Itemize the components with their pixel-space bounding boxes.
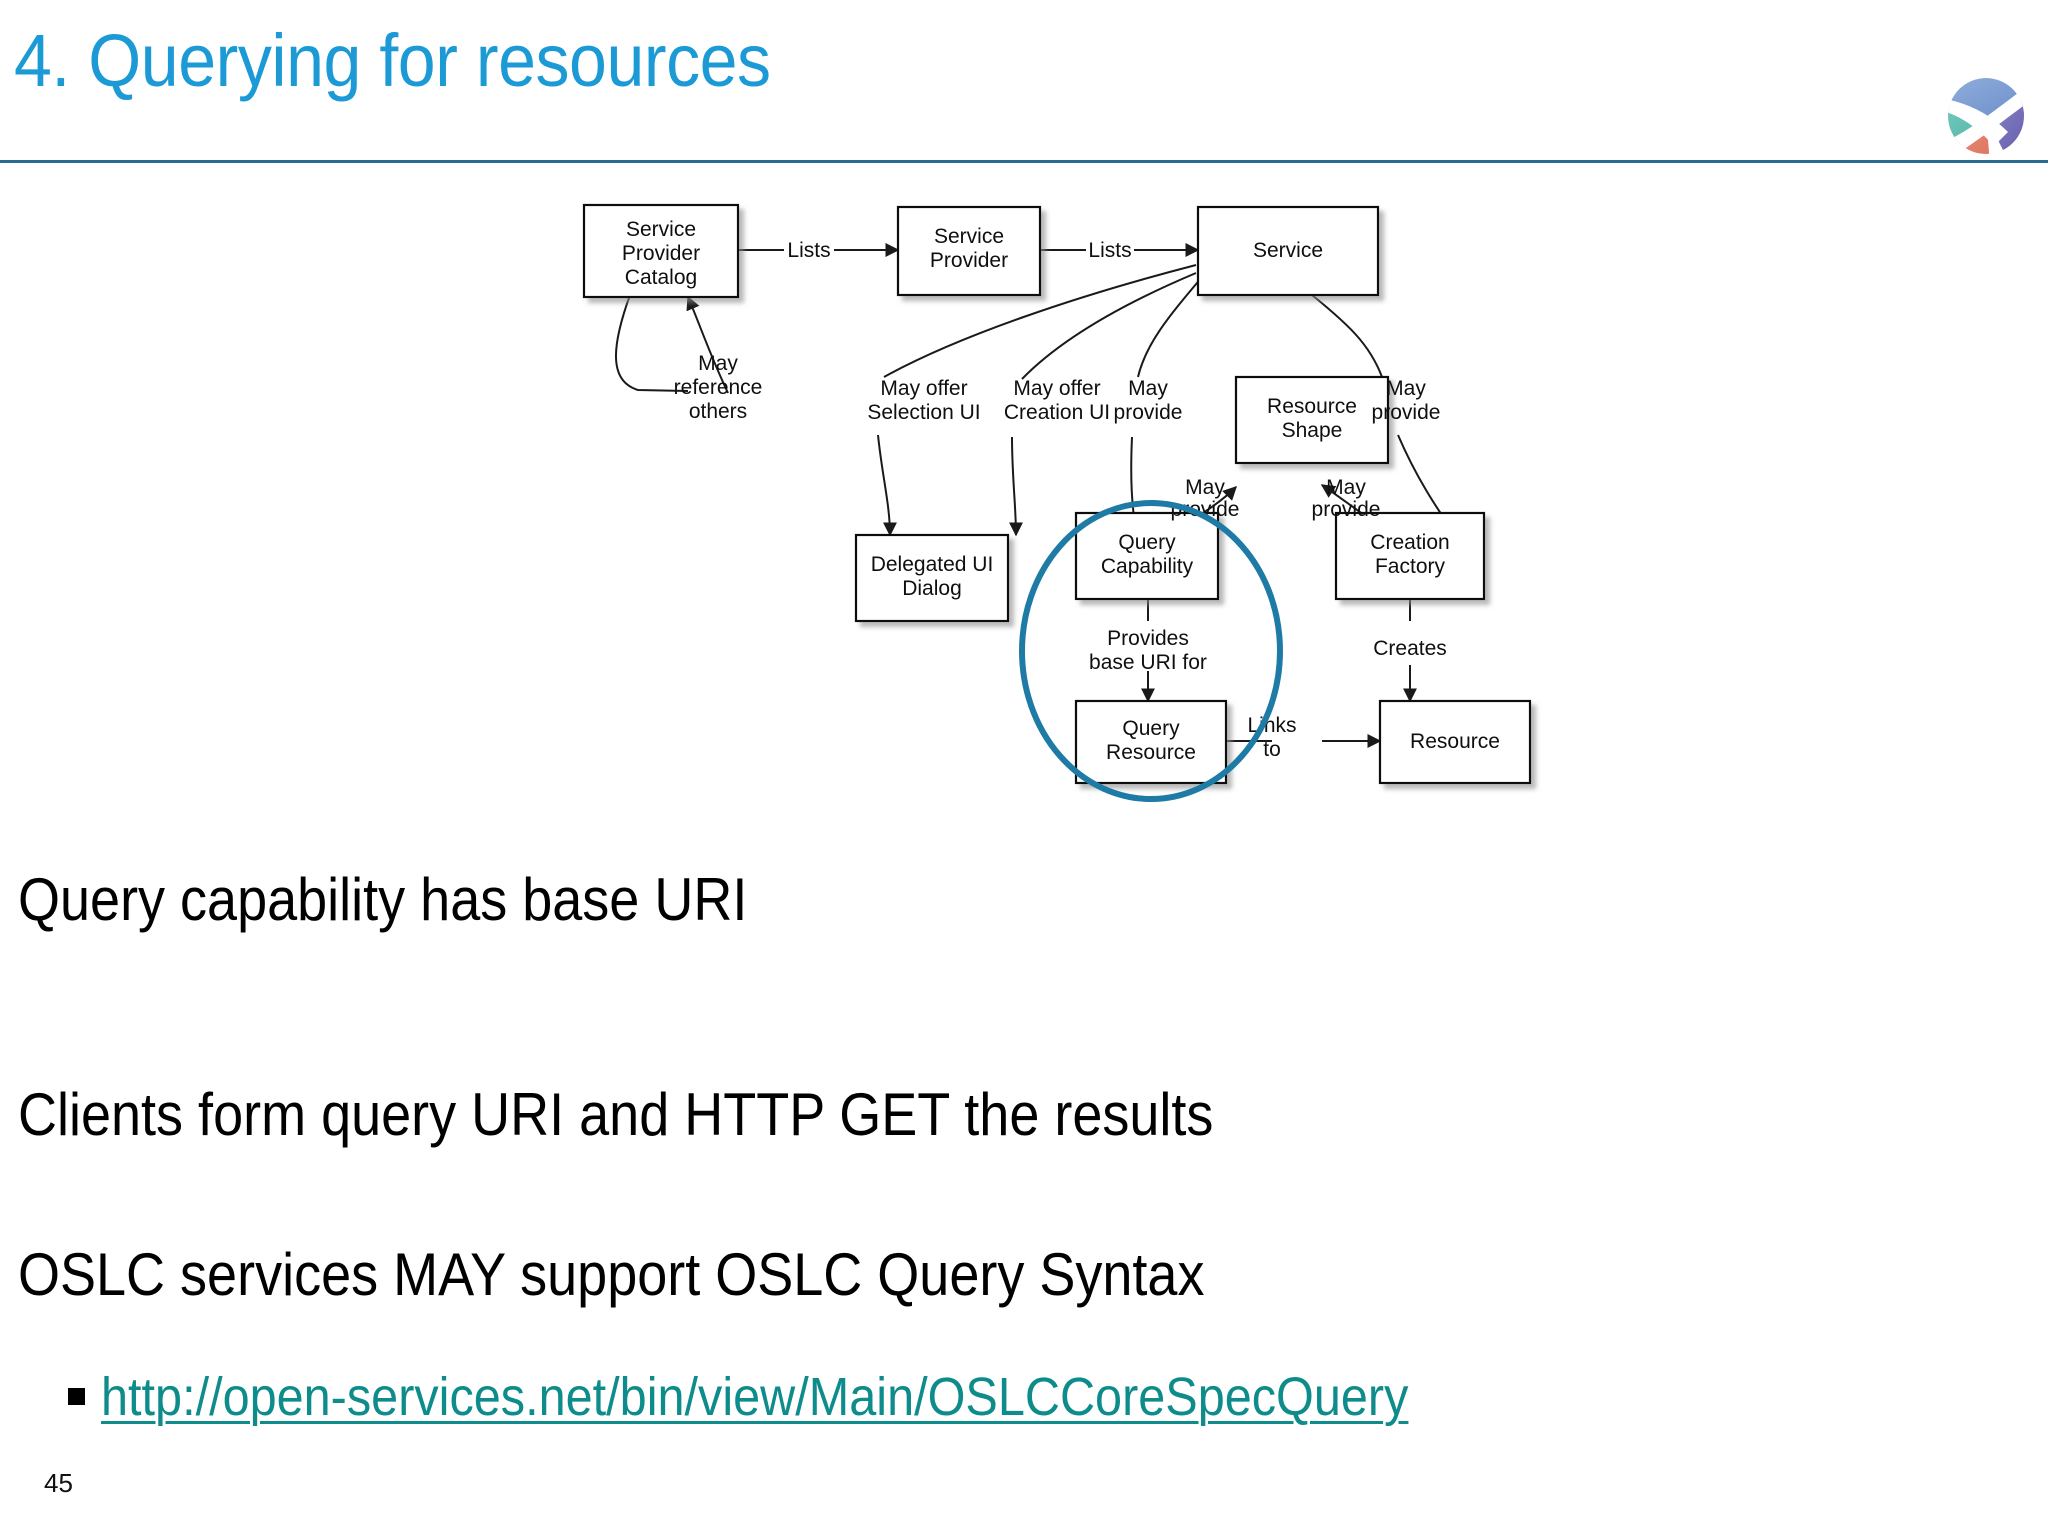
node-label: Capability xyxy=(1101,555,1194,578)
edge-service-creation-ui xyxy=(1008,272,1197,537)
node-label: Catalog xyxy=(625,266,697,289)
node-delegated-ui-dialog: Delegated UI Dialog xyxy=(854,533,1010,623)
node-label: Delegated UI xyxy=(871,553,994,576)
edge-label-may-offer-selection-ui: May offer xyxy=(880,377,967,400)
edge-label-may-provide-shape-left: May xyxy=(1185,476,1225,499)
square-bullet-icon xyxy=(68,1388,85,1405)
node-query-resource: Query Resource xyxy=(1074,699,1228,785)
node-label: Service xyxy=(934,225,1004,248)
node-label: Provider xyxy=(930,249,1008,272)
edge-label-may-provide-shape-left: provide xyxy=(1171,498,1240,521)
edge-label-may-reference-others: May xyxy=(698,352,738,375)
bullet-query-capability-base-uri: Query capability has base URI xyxy=(18,866,748,933)
sub-bullet-list-item: http://open-services.net/bin/view/Main/O… xyxy=(68,1370,1554,1424)
node-label: Creation xyxy=(1370,531,1449,554)
edge-label-creates: Creates xyxy=(1373,637,1447,660)
edge-label-may-offer-selection-ui: Selection UI xyxy=(867,401,980,424)
edge-label-links-to: to xyxy=(1263,738,1281,761)
edge-label-may-reference-others: reference xyxy=(674,376,763,399)
node-resource-shape: Resource Shape xyxy=(1234,375,1390,465)
edge-label-may-offer-creation-ui: Creation UI xyxy=(1004,401,1110,424)
slide-page-number: 45 xyxy=(44,1468,73,1498)
oslc-query-spec-link[interactable]: http://open-services.net/bin/view/Main/O… xyxy=(101,1367,1409,1427)
node-service-provider-catalog: Service Provider Catalog xyxy=(582,203,740,299)
node-label: Service xyxy=(1253,239,1323,262)
edge-label-lists-2: Lists xyxy=(1088,239,1131,262)
title-divider xyxy=(0,160,2048,163)
node-label: Resource xyxy=(1267,395,1357,418)
node-query-capability: Query Capability xyxy=(1074,511,1220,601)
bullet-clients-form-query-uri: Clients form query URI and HTTP GET the … xyxy=(18,1081,1214,1148)
node-label: Factory xyxy=(1375,555,1446,578)
edge-label-may-offer-creation-ui: May offer xyxy=(1013,377,1100,400)
edge-label-may-provide-query: May xyxy=(1128,377,1168,400)
sphere-logo xyxy=(1938,68,2034,164)
edge-label-may-provide-shape-right: provide xyxy=(1312,498,1381,521)
edge-label-may-provide-factory: provide xyxy=(1372,401,1441,424)
edge-service-selection-ui xyxy=(877,264,1197,537)
node-resource: Resource xyxy=(1378,699,1532,785)
node-label: Resource xyxy=(1106,741,1196,764)
edge-label-may-provide-query: provide xyxy=(1114,401,1183,424)
edge-catalog-self-reference xyxy=(615,294,729,394)
node-label: Shape xyxy=(1282,419,1343,442)
node-label: Query xyxy=(1122,717,1180,740)
node-label: Service xyxy=(626,218,696,241)
edge-label-may-reference-others: others xyxy=(689,400,747,423)
page-title: 4. Querying for resources xyxy=(14,19,771,102)
oslc-core-diagram: Service Provider Catalog Service Provide… xyxy=(560,185,2030,825)
edge-label-may-provide-factory: May xyxy=(1386,377,1426,400)
query-highlight-ellipse xyxy=(1019,500,1283,802)
bullet-oslc-query-syntax: OSLC services MAY support OSLC Query Syn… xyxy=(18,1241,1205,1308)
edge-label-provides-base-uri: Provides xyxy=(1107,627,1189,650)
node-creation-factory: Creation Factory xyxy=(1334,511,1486,601)
node-label: Query xyxy=(1118,531,1176,554)
node-label: Dialog xyxy=(902,577,962,600)
node-service-provider: Service Provider xyxy=(896,205,1042,297)
edge-label-may-provide-shape-right: May xyxy=(1326,476,1366,499)
node-label: Resource xyxy=(1410,730,1500,753)
node-service: Service xyxy=(1196,205,1380,297)
edge-label-lists-1: Lists xyxy=(787,239,830,262)
edge-label-provides-base-uri: base URI for xyxy=(1089,651,1207,674)
node-label: Provider xyxy=(622,242,700,265)
